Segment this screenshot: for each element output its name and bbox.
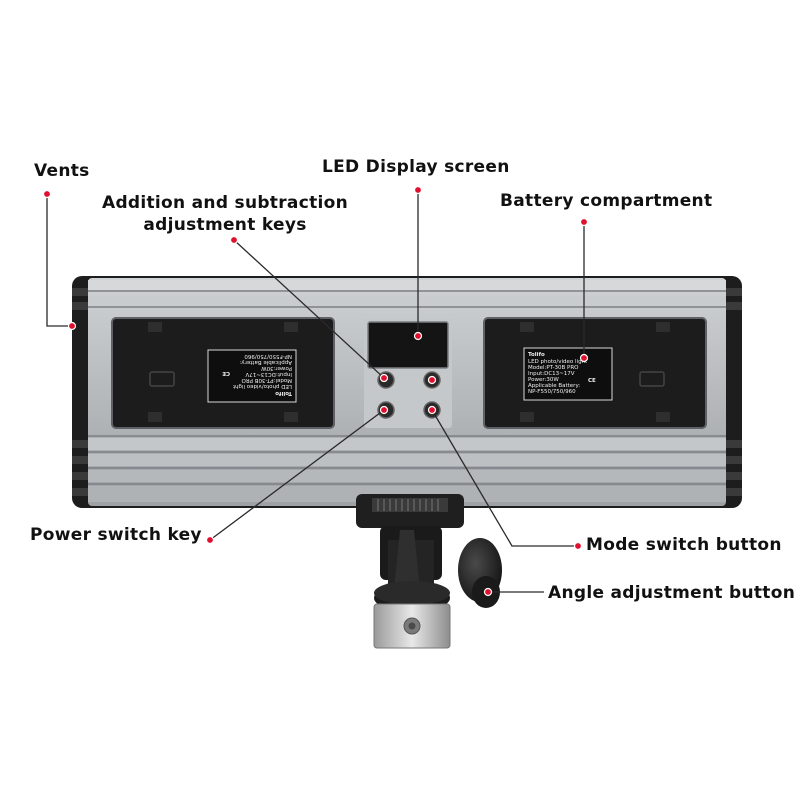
battery-left-line5: Applicable Battery: bbox=[240, 359, 292, 365]
label-mode-switch-button: Mode switch button bbox=[586, 535, 782, 555]
angle-adjustment-knob[interactable] bbox=[458, 538, 502, 608]
battery-left-line3: Input:DC13~17V bbox=[245, 371, 292, 377]
battery-right-brand: Tolifo bbox=[528, 352, 545, 358]
label-vents: Vents bbox=[34, 161, 90, 181]
battery-right-line4: Power:30W bbox=[528, 377, 559, 383]
battery-left-line2: Model:PT-30B PRO bbox=[241, 377, 292, 383]
battery-left-cert: CE bbox=[222, 370, 230, 376]
battery-left-brand: Tolifo bbox=[275, 390, 292, 396]
battery-left-line1: LED photo/video light bbox=[232, 383, 292, 389]
label-power-switch-key: Power switch key bbox=[30, 525, 202, 545]
battery-right-cert: CE bbox=[588, 378, 596, 384]
leader-lines bbox=[46, 190, 585, 593]
battery-left-line4: Power:30W bbox=[261, 365, 292, 371]
led-display-screen bbox=[367, 321, 449, 369]
label-battery-compartment: Battery compartment bbox=[500, 191, 713, 211]
battery-compartment-right: Tolifo LED photo/video light Model:PT-30… bbox=[483, 317, 707, 429]
vents-right bbox=[726, 288, 742, 496]
battery-compartment-left: Tolifo LED photo/video light Model:PT-30… bbox=[111, 317, 335, 429]
battery-right-line1: LED photo/video light bbox=[528, 359, 588, 365]
label-addition-subtraction-line2: adjustment keys bbox=[143, 215, 307, 235]
control-panel bbox=[364, 318, 452, 428]
callout-dots bbox=[42, 185, 589, 597]
battery-left-line6: NP-F550/750/960 bbox=[244, 353, 292, 359]
battery-right-line6: NP-F550/750/960 bbox=[528, 389, 576, 395]
label-led-display-screen: LED Display screen bbox=[322, 157, 510, 177]
mount-assembly bbox=[356, 494, 502, 649]
vents-left bbox=[72, 288, 88, 496]
label-angle-adjustment-button: Angle adjustment button bbox=[548, 583, 796, 603]
battery-right-line5: Applicable Battery: bbox=[528, 383, 580, 389]
label-addition-subtraction: Addition and subtraction adjustment keys bbox=[98, 192, 352, 236]
battery-right-line2: Model:PT-30B PRO bbox=[528, 365, 579, 371]
battery-right-line3: Input:DC13~17V bbox=[528, 371, 575, 377]
hot-shoe bbox=[373, 603, 451, 649]
label-addition-subtraction-line1: Addition and subtraction bbox=[101, 193, 349, 213]
